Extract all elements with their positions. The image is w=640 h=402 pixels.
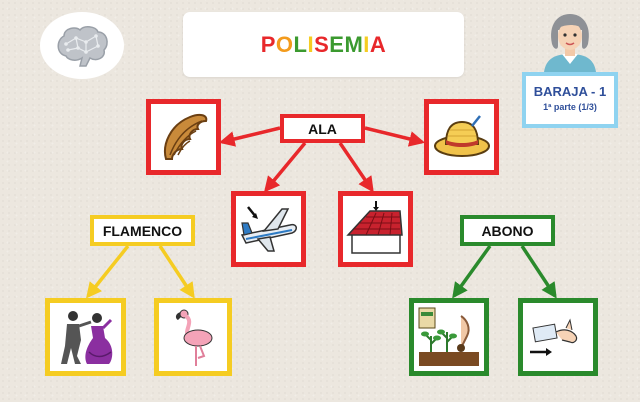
arrow-to-payment (520, 245, 557, 299)
word-label: ABONO (481, 222, 534, 239)
card-payment[interactable] (518, 298, 598, 376)
card-hat[interactable] (424, 99, 499, 175)
payment-icon (530, 318, 578, 356)
deck-label: BARAJA - 1 1ª parte (1/3) (522, 72, 618, 128)
title-letter: I (363, 31, 370, 57)
roof-icon (345, 201, 403, 254)
brain-logo (40, 12, 124, 79)
deck-title: BARAJA - 1 (533, 84, 607, 99)
word-abono: ABONO (460, 215, 555, 246)
title-letter: L (293, 31, 308, 57)
flamingo-icon (175, 309, 213, 366)
title-letter: E (329, 31, 345, 57)
card-airplane[interactable] (231, 191, 306, 267)
flamenco-dancers-icon (60, 311, 112, 364)
card-dancers[interactable] (45, 298, 126, 376)
title-letter: M (344, 31, 364, 57)
wing-icon (163, 113, 207, 160)
card-plants[interactable] (409, 298, 489, 376)
arrow-to-roof (338, 142, 374, 193)
hat-icon (433, 115, 490, 157)
deck-subtitle: 1ª parte (1/3) (543, 102, 597, 112)
word-ala: ALA (280, 114, 365, 143)
page-title: POLISEMIA (261, 32, 387, 58)
title-letter: P (260, 31, 276, 57)
title-box: POLISEMIA (183, 12, 464, 77)
word-flamenco: FLAMENCO (90, 215, 195, 246)
arrow-to-wing (218, 126, 281, 147)
card-wing[interactable] (146, 99, 221, 175)
arrow-to-hat (364, 126, 426, 147)
word-label: FLAMENCO (102, 222, 183, 239)
title-letter: O (275, 31, 294, 57)
arrow-to-plants (452, 244, 492, 299)
card-roof[interactable] (338, 191, 413, 267)
fertilizer-plants-icon (418, 307, 479, 366)
arrow-to-airplane (263, 141, 307, 193)
title-letter: S (314, 31, 330, 57)
airplane-icon (240, 206, 297, 252)
word-label: ALA (308, 120, 337, 137)
title-letter: A (369, 31, 387, 57)
brain-icon (57, 25, 108, 67)
avatar (544, 14, 596, 72)
arrow-to-flamingo (158, 245, 195, 299)
title-letter: I (307, 31, 315, 57)
card-flamingo[interactable] (154, 298, 232, 376)
arrow-to-dancers (86, 244, 130, 299)
